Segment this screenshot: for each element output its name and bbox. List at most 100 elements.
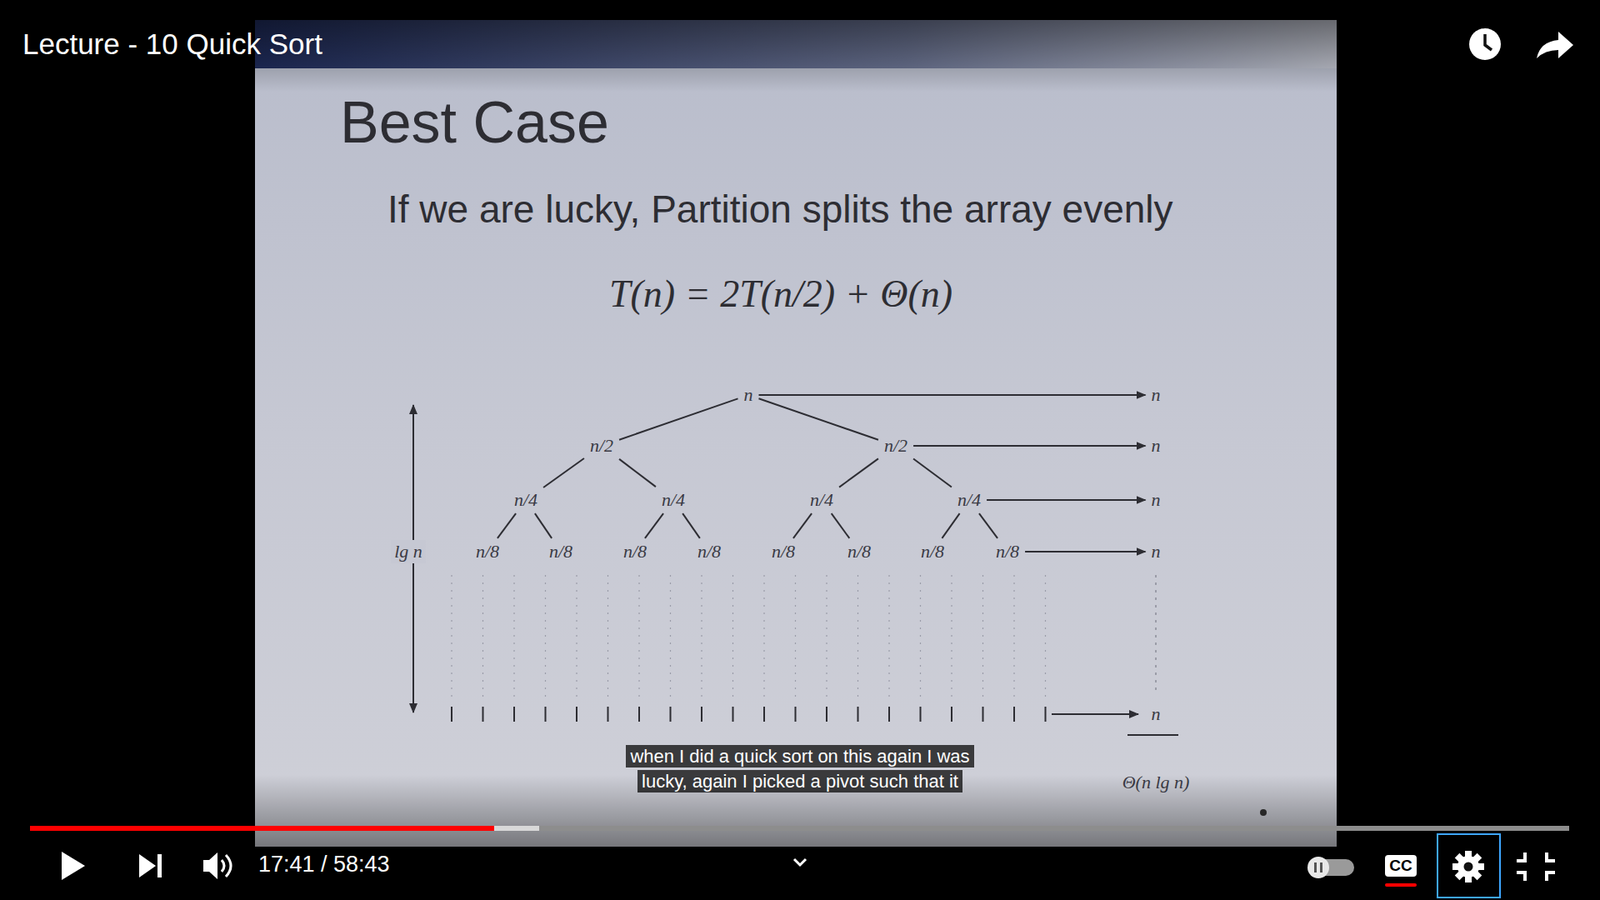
leaf-tick — [1013, 706, 1015, 722]
dotted-guide — [920, 575, 921, 699]
node-text: n/2 — [590, 435, 614, 456]
dotted-guide — [513, 575, 515, 699]
node-text: n/8 — [623, 541, 647, 562]
level-cost: n — [1148, 384, 1165, 406]
exit-fullscreen-icon — [1516, 852, 1555, 881]
progress-buffer — [30, 825, 540, 831]
tree-node: n/8 — [768, 540, 799, 563]
cc-active-bar — [1385, 883, 1417, 887]
node-text: n/8 — [920, 541, 945, 562]
node-text: n/8 — [995, 541, 1020, 562]
level-cost: n — [1148, 540, 1165, 563]
pause-glyph — [1320, 862, 1323, 873]
leaf-tick — [670, 706, 672, 722]
tree-node: n/8 — [917, 540, 948, 563]
tree-branch — [543, 458, 585, 488]
leaf-ticks — [451, 575, 1046, 722]
node-text: n/2 — [884, 435, 908, 456]
leaf-tick — [638, 706, 640, 722]
play-icon — [61, 851, 85, 880]
leaf-tick — [857, 706, 860, 722]
total-cost: Θ(n lg n) — [1119, 770, 1194, 794]
node-text: n/8 — [475, 541, 500, 562]
dotted-guide — [638, 575, 640, 699]
time-display: 17:41 / 58:43 — [258, 851, 390, 878]
dotted-guide — [1045, 575, 1046, 699]
leaf-tick — [888, 706, 890, 722]
dotted-guide — [732, 575, 734, 699]
node-text: n/8 — [697, 541, 721, 562]
leaf-tick — [513, 706, 515, 722]
tree-branch — [497, 513, 516, 539]
level-arrow — [1025, 550, 1145, 553]
level-arrow — [913, 445, 1145, 447]
level-arrow — [759, 394, 1146, 396]
leaf-tick — [795, 706, 797, 722]
chevron-icon — [794, 859, 806, 865]
node-text: n — [1151, 490, 1161, 510]
leaf-tick — [732, 706, 735, 722]
tree-node: n/2 — [586, 435, 617, 457]
node-text: n/4 — [810, 490, 834, 510]
dotted-guide — [670, 575, 671, 699]
subtitle: when I did a quick sort on this again I … — [604, 744, 996, 794]
leaf-tick — [700, 706, 703, 722]
subtitle-text: when I did a quick sort on this again I … — [625, 745, 974, 793]
tree-branch — [759, 398, 879, 440]
leaf-tick — [825, 706, 828, 722]
node-text: n/8 — [847, 541, 871, 562]
slide-background — [255, 20, 1337, 847]
tree-branch — [941, 513, 960, 539]
slide-heading: Best Case — [340, 89, 610, 157]
autoplay-knob — [1307, 856, 1330, 879]
tree-branch — [619, 398, 738, 440]
tree-node: n/8 — [844, 540, 875, 563]
dotted-guide — [795, 575, 796, 699]
node-text: n/4 — [957, 490, 981, 510]
dotted-guide — [950, 575, 952, 699]
video-title: Lecture - 10 Quick Sort — [22, 27, 323, 61]
tree-branch — [619, 459, 656, 487]
dotted-guide — [607, 575, 609, 699]
tree-node: n/4 — [954, 489, 985, 511]
tree-branch — [913, 459, 952, 488]
share-icon — [1536, 31, 1574, 59]
dotted-column — [1155, 575, 1157, 692]
leaf-tick — [575, 706, 578, 722]
progress-played — [30, 825, 495, 831]
bottom-shade — [0, 775, 1600, 900]
tree-node: n/4 — [510, 489, 541, 511]
tree-branch — [793, 513, 812, 539]
tree-node: n — [740, 384, 757, 406]
leaf-tick — [763, 706, 765, 722]
dotted-guide — [763, 575, 765, 699]
tree-branch — [535, 513, 552, 539]
tree-branch — [682, 513, 700, 539]
tree-branch — [839, 458, 879, 487]
volume-waves — [221, 855, 231, 877]
dotted-guide — [575, 575, 577, 699]
tree-node: n/8 — [545, 540, 576, 563]
leaf-tick — [482, 706, 485, 722]
dotted-guide — [825, 575, 827, 699]
cc-icon — [1385, 855, 1417, 877]
node-text: n — [1151, 385, 1161, 405]
volume-icon — [203, 852, 218, 880]
gear-icon — [1452, 850, 1485, 883]
leaf-tick — [950, 706, 953, 722]
dotted-guide — [857, 575, 859, 699]
settings-focus — [1437, 834, 1500, 898]
bullet-text: If we are lucky, Partition splits the ar… — [387, 187, 1174, 232]
recurrence: T(n) = 2T(n/2) + Θ(n) — [609, 272, 953, 317]
level-cost: n — [1148, 702, 1165, 725]
dotted-guide — [700, 575, 702, 699]
level-arrow — [986, 499, 1145, 501]
tree-node: n/8 — [992, 540, 1023, 563]
node-text: n/4 — [661, 490, 685, 510]
sum-underline — [1127, 734, 1179, 736]
dotted-guide — [545, 575, 546, 699]
tree-node: n/8 — [472, 540, 503, 563]
tree-node: n/8 — [620, 540, 650, 563]
leaf-tick — [607, 706, 610, 722]
